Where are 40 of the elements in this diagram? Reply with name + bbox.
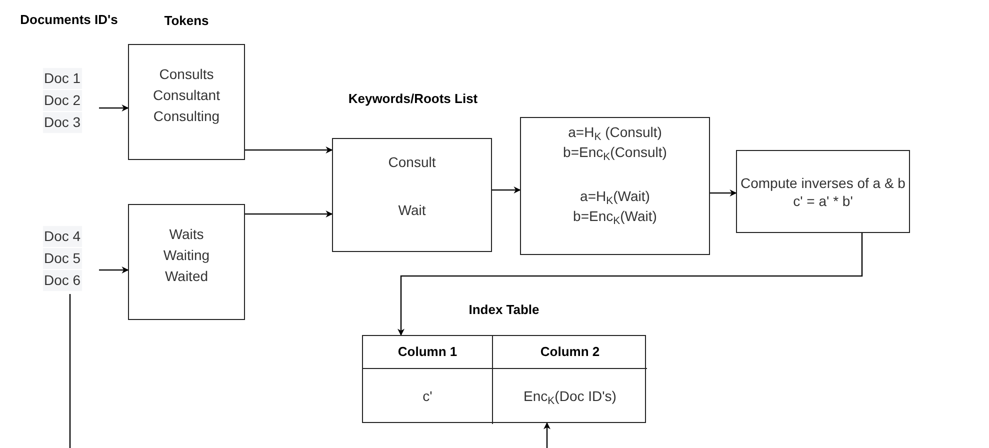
arrow (398, 233, 863, 336)
column-heading: Documents ID's (20, 12, 118, 27)
list-heading: Keywords/Roots List (348, 91, 478, 106)
arrow (710, 190, 737, 196)
token-text: Consults (159, 65, 214, 83)
formula-text: a=H$_{K}$(Wait) (580, 187, 650, 206)
arrow (99, 104, 129, 112)
column-header: Column 2 (540, 343, 600, 362)
token-text: Waits (169, 225, 204, 243)
document-id: Doc 4 (43, 226, 82, 247)
token-text: Waited (164, 267, 208, 285)
token-text: Waiting (163, 246, 210, 264)
table-value: Enc$_{K}$(Doc ID's) (524, 387, 616, 407)
column-header: Column 1 (398, 343, 458, 362)
arrow (245, 146, 333, 154)
process-box (736, 150, 910, 233)
formula-text: Compute inverses of a & b (740, 174, 906, 192)
process-box (520, 117, 710, 255)
arrow (245, 210, 333, 218)
formula-text: c' = a' * b' (793, 192, 853, 210)
table-value: c' (422, 387, 432, 406)
document-id: Doc 3 (43, 112, 82, 133)
keyword-text: Consult (388, 153, 436, 171)
formula-text: a=H$_{K}$ (Consult) (568, 123, 662, 142)
arrow (492, 186, 521, 194)
table-heading: Index Table (468, 302, 540, 317)
process-box (128, 204, 245, 320)
header-cell (363, 336, 493, 369)
document-id: Doc 1 (43, 68, 82, 89)
token-text: Consultant (153, 86, 220, 104)
document-id: Doc 6 (43, 270, 82, 291)
document-id: Doc 5 (43, 248, 82, 269)
document-id: Doc 2 (43, 90, 82, 111)
column-heading: Tokens (164, 13, 209, 28)
formula-text: b=Enc$_{K}$(Consult) (563, 143, 667, 162)
arrow (544, 422, 550, 448)
keyword-text: Wait (398, 201, 426, 219)
arrow (99, 266, 129, 274)
token-text: Consulting (153, 107, 220, 125)
formula-text: b=Enc$_{K}$(Wait) (573, 207, 657, 226)
